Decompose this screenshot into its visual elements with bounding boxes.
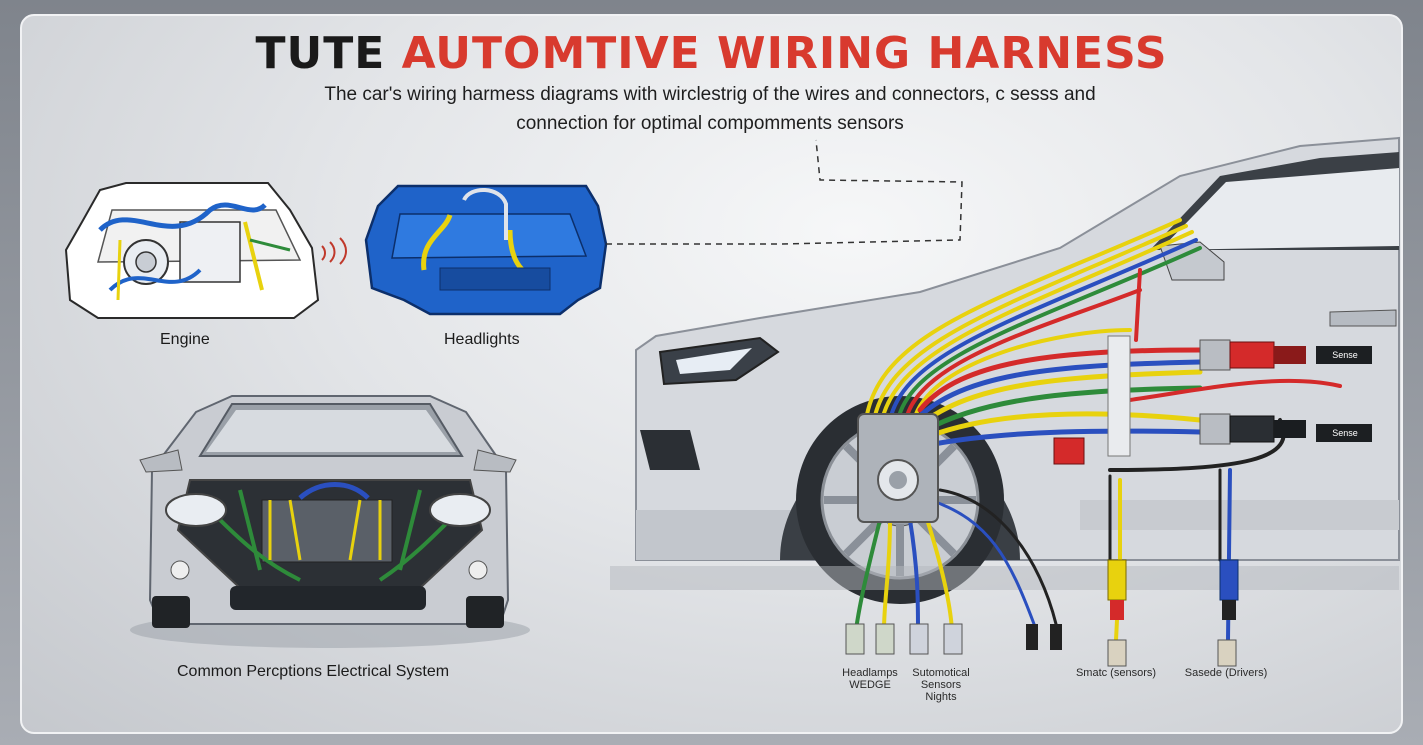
connector-label-2: Sutomotical Sensors Nights: [900, 667, 982, 703]
headlights-schematic: [364, 139, 963, 316]
subtitle-line-1: The car's wiring harmess diagrams with w…: [324, 84, 1096, 105]
connector-label-2-line-3: Nights: [925, 691, 957, 703]
title-main: AUTOMTIVE WIRING HARNESS: [401, 28, 1168, 79]
headlights-label: Headlights: [444, 331, 520, 348]
connector-label-2-line-2: Sensors: [920, 679, 962, 691]
connector-label-3: Smatc (sensors): [1075, 667, 1157, 679]
engine-schematic: [64, 182, 347, 319]
connector-label-1-line-1: Headlamps: [842, 667, 898, 679]
connector-tag-1: Sense: [1332, 350, 1358, 360]
subtitle: The car's wiring harmess diagrams with w…: [240, 80, 1180, 138]
subtitle-line-2: connection for optimal compomments senso…: [516, 113, 904, 134]
connector-tag-2: Sense: [1332, 428, 1358, 438]
harness-connectors: [845, 335, 1372, 667]
front-car-illustration: [130, 395, 530, 648]
title-prefix: TUTE: [255, 28, 386, 79]
connector-label-1: Headlamps WEDGE: [830, 667, 910, 691]
connector-label-2-line-1: Sutomotical: [912, 667, 970, 679]
engine-label: Engine: [160, 331, 210, 348]
front-car-label: Common Percptions Electrical System: [177, 663, 450, 680]
connector-label-1-line-2: WEDGE: [849, 679, 891, 691]
side-car-illustration: [610, 136, 1400, 604]
connector-label-4: Sasede (Drivers): [1184, 667, 1268, 679]
page-title: TUTE AUTOMTIVE WIRING HARNESS: [0, 28, 1423, 79]
